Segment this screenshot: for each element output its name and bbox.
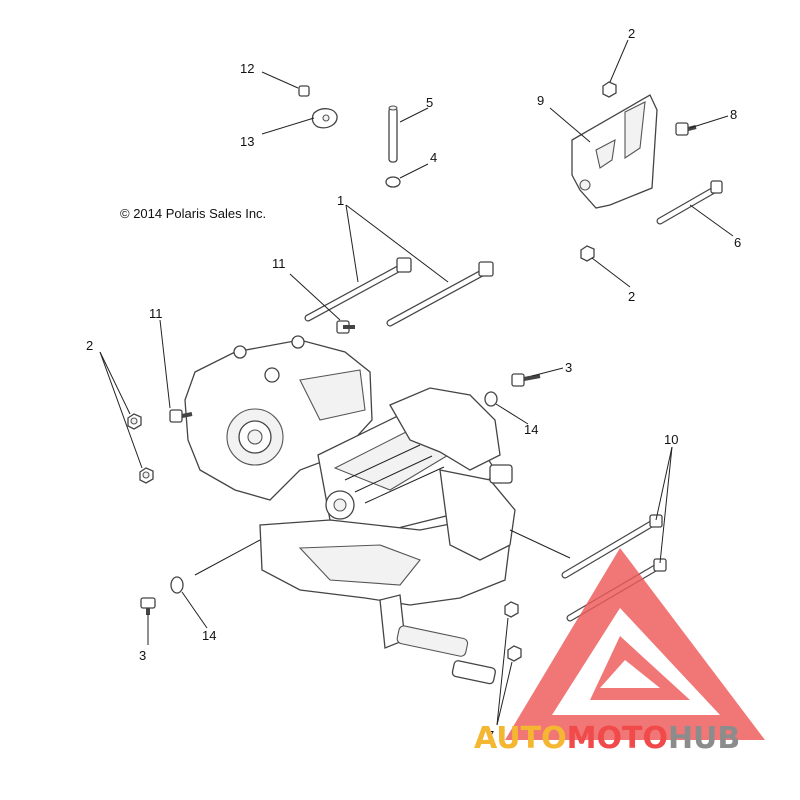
bolt-8: [675, 122, 697, 136]
callouts: 1 2 2 2 3 3 4 5 6 7 8 9 10 11 11 12 13 1…: [86, 26, 741, 743]
engine-assembly: [184, 335, 516, 685]
watermark-logo: [505, 548, 765, 740]
bolt-11-left: [169, 409, 193, 423]
washer-14-right: [484, 391, 498, 407]
callout-14-left: 14: [202, 628, 216, 643]
washer-14-left: [170, 576, 184, 594]
callout-10: 10: [664, 432, 678, 447]
callout-4: 4: [430, 150, 437, 165]
nut-2-top: [602, 81, 617, 98]
callout-14-right: 14: [524, 422, 538, 437]
bolt-12: [298, 85, 310, 97]
callout-2-left: 2: [86, 338, 93, 353]
callout-3-left: 3: [139, 648, 146, 663]
dowel-4: [385, 176, 401, 188]
leader-lines: [99, 39, 734, 726]
bolt-3-left: [140, 597, 156, 615]
clip-13: [311, 108, 338, 129]
callout-6: 6: [734, 235, 741, 250]
nut-2-left: [127, 413, 154, 484]
callout-2-right: 2: [628, 289, 635, 304]
copyright-text: © 2014 Polaris Sales Inc.: [120, 206, 266, 221]
callout-7: 7: [487, 728, 494, 743]
watermark-moto: MOTO: [567, 721, 668, 756]
long-bolt-6: [656, 180, 723, 225]
long-bolt-pair-1: [304, 257, 494, 327]
nut-2-right: [580, 245, 595, 262]
callout-1: 1: [337, 193, 344, 208]
callout-9: 9: [537, 93, 544, 108]
nuts-7: [504, 601, 522, 662]
callout-8: 8: [730, 107, 737, 122]
callout-11-left: 11: [149, 306, 163, 321]
bolt-11-upper: [336, 320, 355, 334]
callout-11-upper: 11: [272, 256, 286, 271]
bracket-9: [571, 94, 658, 209]
watermark-text: AUTOMOTOHUB: [474, 721, 740, 756]
callout-5: 5: [426, 95, 433, 110]
callout-12: 12: [240, 61, 254, 76]
callout-3-right: 3: [565, 360, 572, 375]
watermark-auto: AUTO: [474, 721, 567, 756]
pin-5: [388, 105, 398, 163]
callout-13: 13: [240, 134, 254, 149]
bolt-3-right: [511, 373, 541, 387]
watermark-hub: HUB: [668, 721, 740, 756]
callout-2-top: 2: [628, 26, 635, 41]
